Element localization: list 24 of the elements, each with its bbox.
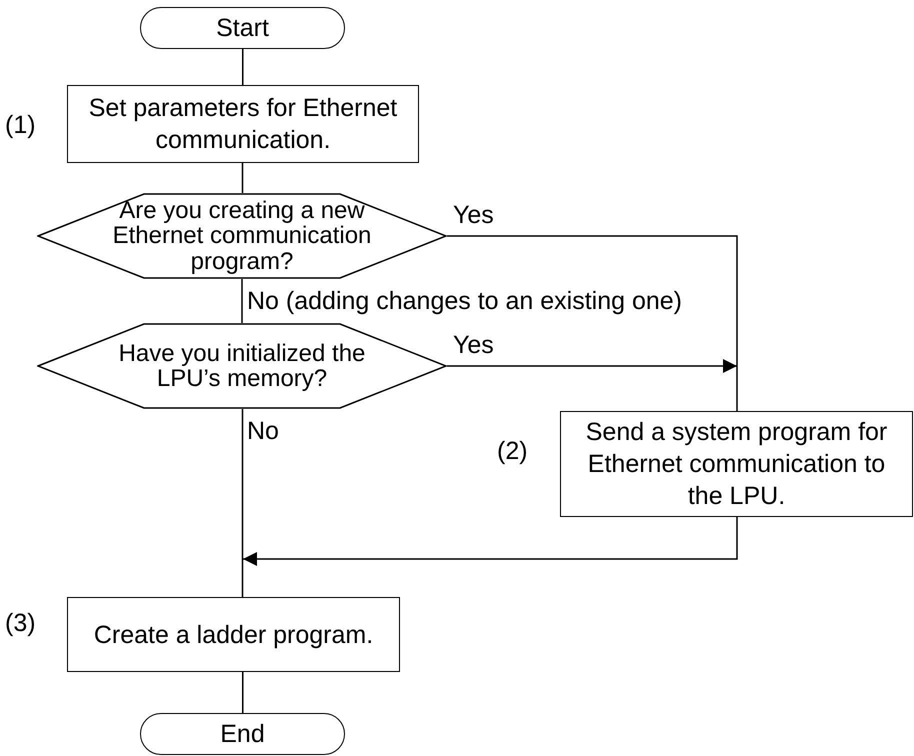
process-box	[560, 411, 913, 517]
step-number: (1)	[5, 113, 36, 138]
node-text: Are you creating a new Ethernet communication program?	[112, 198, 372, 274]
connector-line	[242, 49, 244, 85]
node-text: Send a system program for Ethernet communication to the LPU.	[584, 417, 888, 512]
step-number: (3)	[5, 611, 36, 636]
node-text: End	[220, 719, 265, 750]
decision-hexagon	[37, 193, 447, 279]
edge-label: No (adding changes to an existing one)	[247, 289, 682, 314]
node-text: Create a ladder program.	[94, 620, 374, 650]
arrow	[447, 359, 737, 373]
node-text: Start	[216, 13, 269, 44]
connector-line	[242, 163, 244, 193]
connector-line	[241, 279, 243, 323]
connector-line	[242, 672, 244, 713]
connector-line	[242, 409, 244, 597]
arrow	[243, 517, 738, 566]
node-text: Set parameters for Ethernet communication.	[88, 93, 398, 156]
process-box	[67, 597, 400, 672]
node-text: Have you initialized the LPU’s memory?	[118, 340, 366, 392]
decision-hexagon	[37, 323, 447, 409]
process-box	[67, 85, 419, 163]
step-number: (2)	[497, 439, 528, 464]
connector-line	[447, 235, 738, 411]
